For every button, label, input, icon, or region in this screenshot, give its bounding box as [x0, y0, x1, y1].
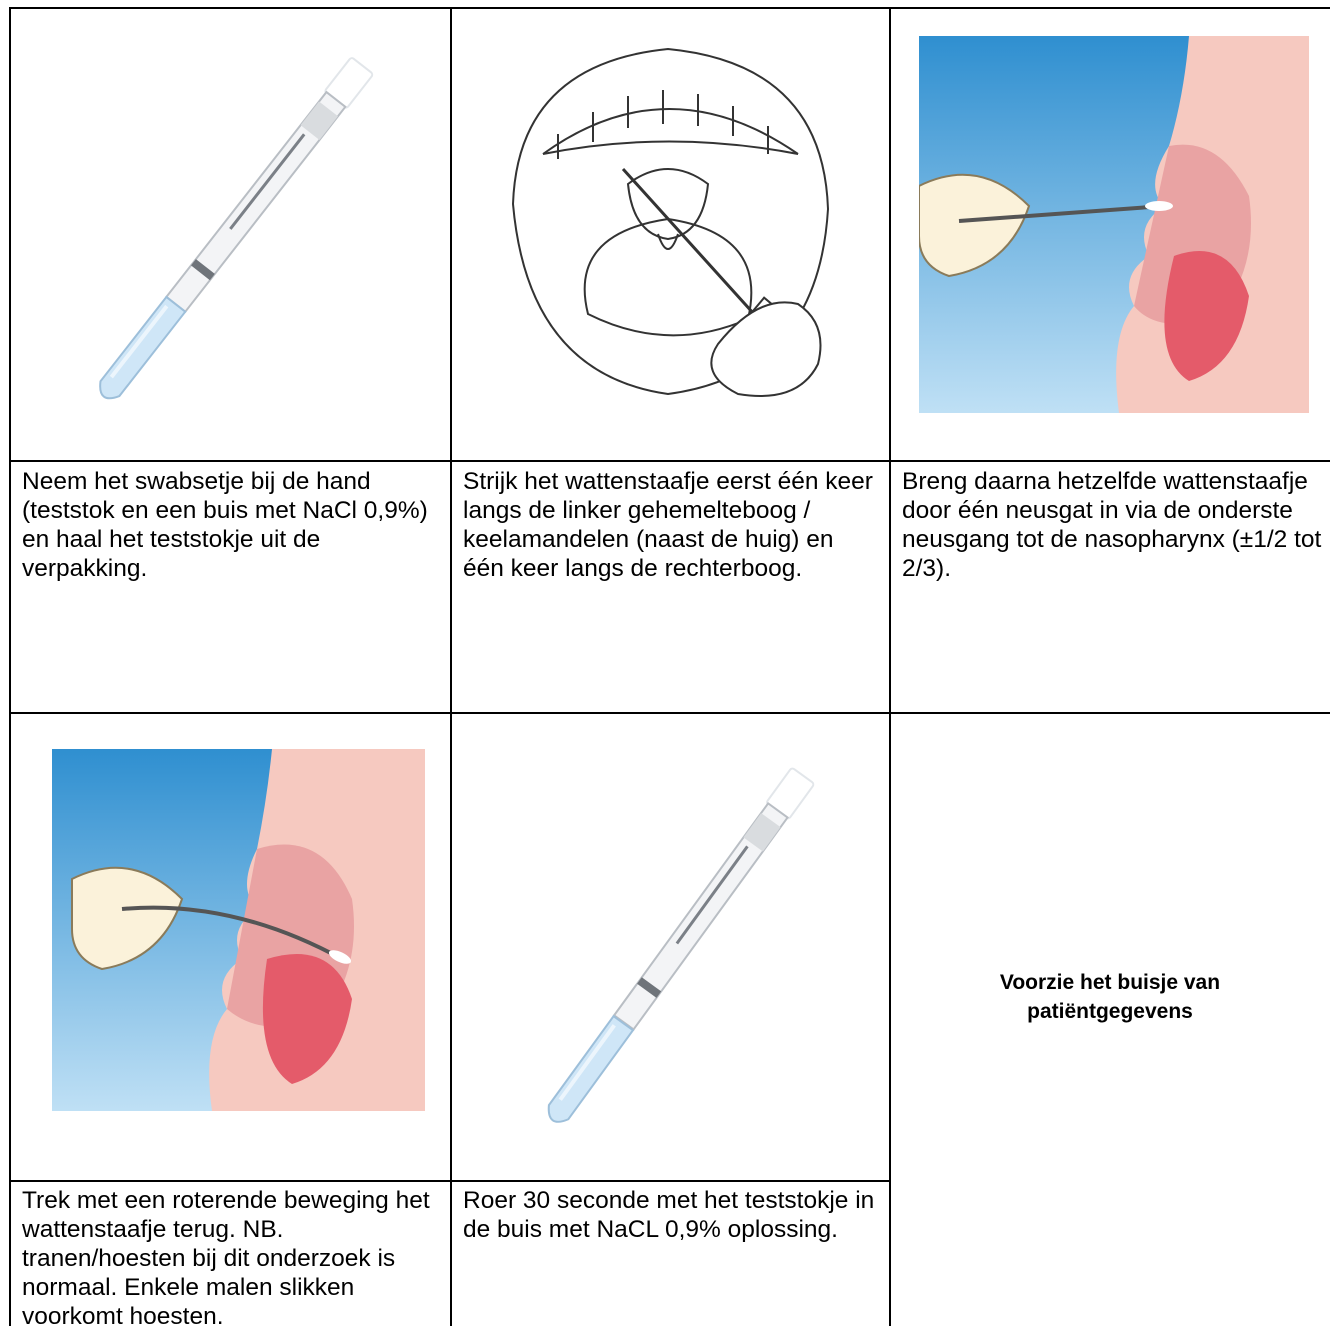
table-border-col1	[450, 7, 452, 1326]
open-mouth-throat-swab-icon	[498, 34, 843, 424]
table-border-left	[9, 7, 11, 1326]
nasal-swab-withdraw-icon	[52, 749, 425, 1111]
step-5-text: Roer 30 seconde met het teststokje in de…	[455, 1186, 887, 1244]
nasal-swab-insert-icon	[919, 36, 1309, 413]
step-3-text: Breng daarna hetzelfde wattenstaafje doo…	[894, 467, 1330, 583]
step-4-text: Trek met een roterende beweging het watt…	[14, 1186, 448, 1326]
step-1-text: Neem het swabsetje bij de hand (teststok…	[14, 467, 448, 583]
table-border-row1-img	[9, 460, 1330, 462]
table-border-top	[9, 7, 1330, 9]
table-border-row1	[9, 712, 1330, 714]
step-6-text: Voorzie het buisje van patiëntgegevens	[960, 968, 1260, 1026]
table-border-col2	[889, 7, 891, 1326]
step-2-text: Strijk het wattenstaafje eerst één keer …	[455, 467, 887, 583]
swab-tube-icon	[485, 730, 860, 1175]
swab-tube-icon	[50, 15, 410, 455]
